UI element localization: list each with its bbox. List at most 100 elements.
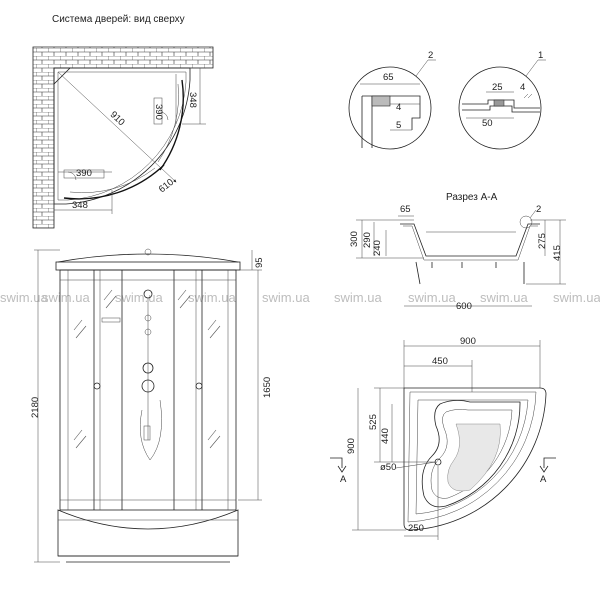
shelf [101, 317, 121, 323]
detail-2-dim-65: 65 [383, 72, 394, 83]
section-mark-left: A [340, 474, 347, 485]
section-mark-left-arrow [337, 465, 347, 473]
section-aa-dim-290: 290 [362, 232, 373, 248]
watermark-row: swim.ua swim.ua swim.ua swim.ua swim.ua … [0, 290, 600, 305]
tray-front-apron [57, 509, 239, 557]
glass-reflection-marks [73, 289, 221, 449]
detail-1-circle [458, 66, 542, 150]
dim-line-910 [57, 71, 177, 183]
front-view: 2180 95 1650 [30, 248, 273, 563]
detail-1-dim-25: 25 [492, 82, 503, 93]
plan-dim-900-top: 900 [460, 336, 476, 347]
nozzle-icon [144, 328, 152, 336]
top-view-title: Система дверей: вид сверху [52, 14, 185, 25]
dim-348-right: 348 [187, 92, 198, 108]
detail-2-circle [348, 66, 432, 150]
tray-outline [53, 67, 191, 205]
tray-feet [58, 555, 238, 563]
door-panel-right [153, 97, 163, 125]
plan-dim-o50: ø50 [380, 462, 396, 473]
shower-hose [140, 399, 162, 461]
section-aa-dim-65: 65 [400, 204, 411, 215]
detail-2: 2 65 4 5 [348, 50, 436, 150]
break-mark [523, 93, 529, 99]
detail-2-label: 2 [428, 50, 433, 61]
door-handle-right [195, 382, 203, 390]
watermark: swim.ua [334, 290, 382, 305]
section-mark-left-line [330, 457, 343, 468]
cabin-frame [59, 269, 237, 511]
detail-2-dim-4: 4 [396, 102, 401, 113]
tray-bowl-inner [430, 409, 513, 499]
tray-plan: 900 450 525 440 900 ø50 250 [330, 336, 556, 540]
plan-dim-250: 250 [408, 523, 424, 534]
plan-dim-525: 525 [368, 414, 379, 430]
tray-bowl [421, 400, 521, 508]
dim-390-right: 390 [153, 104, 164, 120]
detail-1-label: 1 [538, 50, 543, 61]
door-panel-bottom [63, 169, 105, 179]
tray-section-inner [403, 225, 538, 261]
detail-2-dim-5: 5 [396, 120, 401, 131]
tray-plan-outline [403, 387, 547, 531]
door-arc-bottom [63, 164, 165, 200]
break-mark [527, 93, 533, 99]
detail-1-seal [493, 99, 505, 107]
section-aa-title: Разрез А-А [446, 192, 498, 203]
roof-light-icon [144, 248, 152, 256]
watermark: swim.ua [0, 290, 48, 305]
section-mark-right-line [543, 457, 556, 468]
watermark: swim.ua [553, 290, 600, 305]
tray-plan-inner [415, 399, 529, 515]
top-view: Система дверей: вид сверху 910 390 348 3… [32, 14, 214, 229]
watermark: swim.ua [262, 290, 310, 305]
seal-strip [371, 95, 391, 107]
front-dim-1650: 1650 [262, 377, 273, 398]
front-dim-95: 95 [254, 257, 265, 268]
section-mark-right-arrow [539, 465, 549, 473]
cabin-top-frame [55, 261, 241, 271]
door-arc-right [159, 79, 184, 171]
nozzle-icon [144, 314, 152, 322]
plan-dim-440: 440 [380, 428, 391, 444]
dim-348-bottom: 348 [72, 200, 88, 211]
plan-dim-450: 450 [432, 356, 448, 367]
dim-390-bottom: 390 [76, 168, 92, 179]
anti-slip-area [447, 423, 501, 492]
leader-line [525, 59, 539, 77]
tray-section-outline [400, 223, 540, 257]
mixer-icon [141, 379, 155, 393]
hand-shower-icon [143, 425, 151, 441]
leader-line [415, 59, 429, 77]
leader-line [529, 209, 537, 219]
detail-1-dim-4: 4 [520, 82, 525, 93]
watermark: swim.ua [408, 290, 456, 305]
section-aa-dim-415: 415 [552, 245, 563, 261]
door-arc-right-inner [157, 83, 179, 163]
section-aa-dim-300: 300 [349, 231, 360, 247]
leader-line [395, 461, 437, 469]
detail-1: 1 25 4 50 [458, 50, 546, 150]
watermark: swim.ua [480, 290, 528, 305]
door-handle-left [93, 382, 101, 390]
section-aa-label-2: 2 [536, 204, 541, 215]
section-aa-dim-275: 275 [537, 233, 548, 249]
plan-dim-900-side: 900 [346, 438, 357, 454]
watermark: swim.ua [42, 290, 90, 305]
section-aa-dim-600: 600 [456, 301, 472, 312]
tray-leg [415, 261, 421, 285]
cabin-roof [57, 253, 239, 263]
watermark: swim.ua [188, 290, 236, 305]
watermark: swim.ua [115, 290, 163, 305]
detail-1-dim-50: 50 [482, 118, 493, 129]
door-arc-bottom-inner [69, 167, 156, 193]
section-mark-right: A [540, 474, 547, 485]
section-aa-dim-240: 240 [372, 240, 383, 256]
control-knob-icon [142, 362, 154, 374]
tray-plan-rim [407, 391, 537, 523]
section-aa: Разрез А-А 2 65 300 290 240 275 415 [349, 192, 566, 312]
detail-2-marker [519, 215, 533, 229]
dim-910: 910 [108, 109, 127, 128]
detail-1-profile-bottom [462, 105, 540, 113]
